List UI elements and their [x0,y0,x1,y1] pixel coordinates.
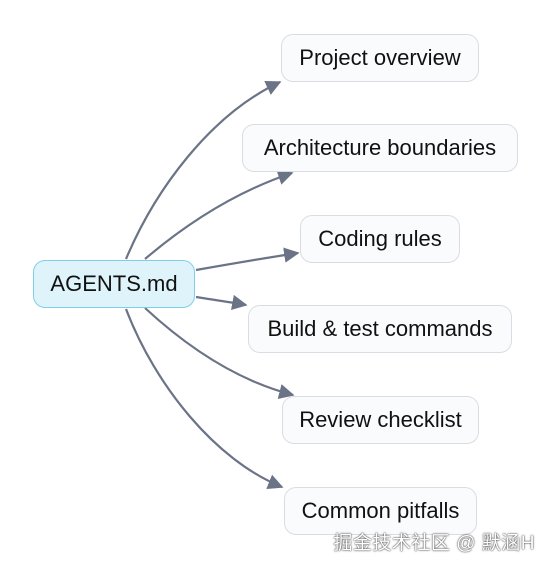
node-coding-rules[interactable]: Coding rules [300,215,460,263]
node-common-pitfalls[interactable]: Common pitfalls [284,487,477,535]
node-architecture-boundaries[interactable]: Architecture boundaries [242,124,518,172]
edge-build-test-commands [195,294,248,311]
node-project-overview[interactable]: Project overview [281,34,479,82]
root-node-agents-md[interactable]: AGENTS.md [33,260,195,308]
edge-review-checklist [144,307,295,399]
edge-project-overview [124,80,282,260]
watermark-text: 掘金技术社区 @ 默涵H [333,533,535,554]
edge-architecture-boundaries [144,170,294,260]
edge-coding-rules [195,247,300,272]
edge-common-pitfalls [124,308,284,489]
node-build-test-commands[interactable]: Build & test commands [248,305,512,353]
node-review-checklist[interactable]: Review checklist [282,396,479,444]
